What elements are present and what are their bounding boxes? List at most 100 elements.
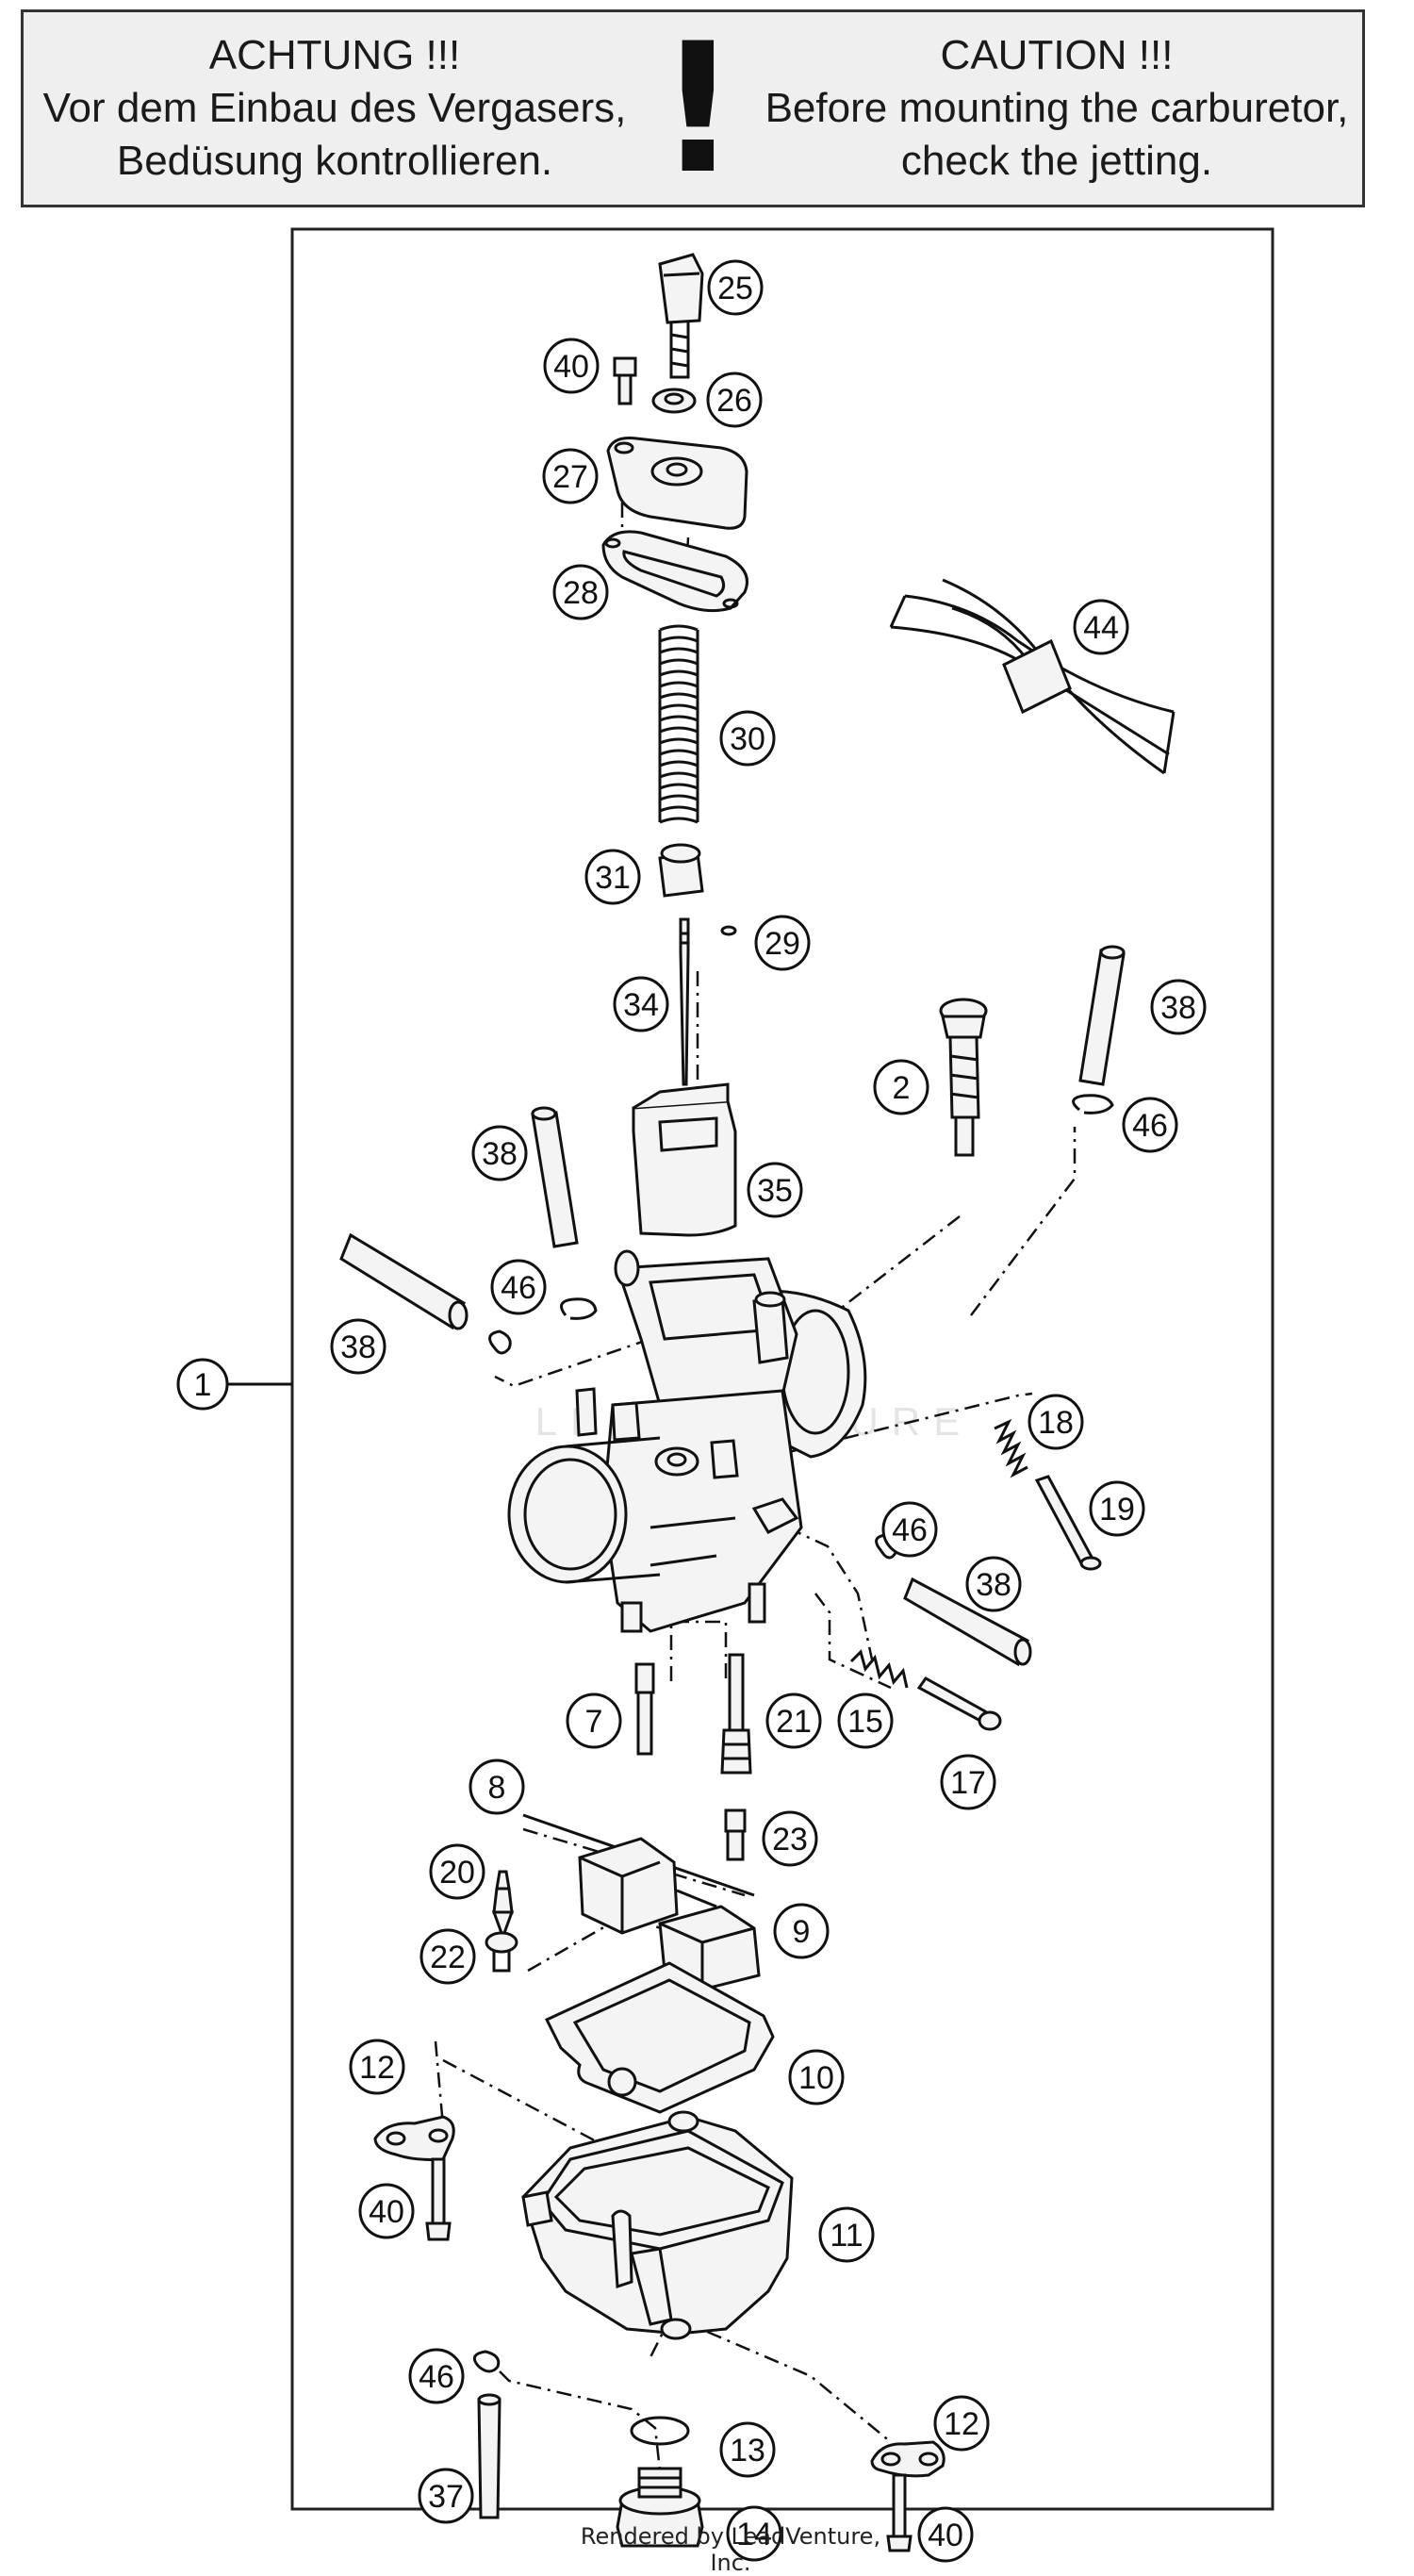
caution-banner: ACHTUNG !!! Vor dem Einbau des Vergasers… bbox=[21, 9, 1365, 207]
svg-text:22: 22 bbox=[430, 1940, 466, 1975]
part-20-float-needle bbox=[491, 1870, 515, 1935]
part-40-bowl-screw-lower bbox=[886, 2473, 913, 2552]
svg-text:23: 23 bbox=[772, 1822, 808, 1858]
callout-31: 31 bbox=[584, 849, 641, 905]
callout-29: 29 bbox=[754, 915, 811, 971]
part-2-idle-screw bbox=[939, 998, 988, 1157]
part-38-vent-hose-right bbox=[1078, 945, 1126, 1086]
callout-34: 34 bbox=[613, 976, 669, 1032]
callout-23: 23 bbox=[762, 1810, 818, 1867]
callout-30: 30 bbox=[719, 710, 776, 767]
svg-text:8: 8 bbox=[488, 1770, 506, 1806]
rendered-by-credit: Rendered by LeadVenture, Inc. bbox=[580, 2523, 881, 2576]
svg-text:27: 27 bbox=[552, 459, 588, 495]
callout-12-upper: 12 bbox=[349, 2039, 405, 2095]
part-40-bowl-screw-upper bbox=[425, 2157, 452, 2241]
svg-text:40: 40 bbox=[928, 2518, 963, 2553]
part-40-cover-screw bbox=[613, 356, 637, 405]
caution-line-german-1: Vor dem Einbau des Vergasers, bbox=[42, 85, 627, 131]
callout-44: 44 bbox=[1073, 599, 1129, 655]
part-12-bracket-upper bbox=[373, 2115, 455, 2161]
part-44-hose-clip bbox=[889, 578, 1176, 775]
part-9-float bbox=[578, 1837, 761, 1991]
part-7-idle-jet bbox=[634, 1662, 655, 1756]
svg-text:20: 20 bbox=[439, 1855, 475, 1891]
callout-8: 8 bbox=[469, 1759, 525, 1815]
part-12-bracket-lower bbox=[870, 2440, 945, 2478]
callout-40-top: 40 bbox=[543, 338, 600, 394]
svg-text:34: 34 bbox=[623, 987, 659, 1023]
callout-2: 2 bbox=[873, 1059, 929, 1115]
part-34-jet-needle bbox=[679, 917, 690, 1086]
svg-text:12: 12 bbox=[359, 2050, 395, 2086]
callout-46-left: 46 bbox=[490, 1259, 547, 1315]
callout-38-middle: 38 bbox=[965, 1556, 1022, 1612]
callout-35: 35 bbox=[747, 1162, 803, 1218]
svg-text:29: 29 bbox=[765, 926, 800, 962]
callout-14: 14 bbox=[726, 2505, 782, 2562]
callout-20: 20 bbox=[429, 1843, 485, 1900]
part-28-gasket bbox=[601, 530, 748, 613]
caution-heading-english: CAUTION !!! bbox=[940, 32, 1174, 78]
svg-text:40: 40 bbox=[553, 349, 589, 385]
svg-text:25: 25 bbox=[717, 271, 753, 306]
caution-line-english-1: Before mounting the carburetor, bbox=[765, 85, 1349, 131]
callout-46-lower: 46 bbox=[408, 2348, 465, 2404]
callout-27: 27 bbox=[542, 448, 599, 504]
svg-text:46: 46 bbox=[1132, 1108, 1168, 1144]
part-22-float-needle-clip bbox=[485, 1931, 518, 1973]
part-38-vent-hose-left bbox=[531, 1106, 579, 1248]
caution-text-german: ACHTUNG !!! Vor dem Einbau des Vergasers… bbox=[33, 29, 636, 188]
part-29-clip bbox=[720, 925, 737, 936]
svg-text:38: 38 bbox=[340, 1329, 376, 1365]
callout-1: 1 bbox=[176, 1358, 229, 1411]
part-25-adjuster-cap bbox=[658, 253, 704, 379]
svg-text:9: 9 bbox=[793, 1914, 811, 1950]
svg-text:26: 26 bbox=[716, 383, 752, 419]
svg-text:19: 19 bbox=[1099, 1492, 1135, 1527]
callout-10: 10 bbox=[788, 2049, 845, 2105]
part-35-throttle-slide bbox=[632, 1082, 737, 1237]
callout-21: 21 bbox=[765, 1693, 822, 1749]
callout-7: 7 bbox=[566, 1693, 622, 1749]
part-19-air-screw bbox=[1034, 1475, 1102, 1571]
svg-text:17: 17 bbox=[950, 1765, 986, 1801]
svg-text:46: 46 bbox=[892, 1512, 928, 1548]
part-30-throttle-spring bbox=[658, 624, 699, 824]
warning-exclamation-icon: ! bbox=[657, 5, 739, 213]
callout-22: 22 bbox=[419, 1928, 476, 1985]
svg-text:28: 28 bbox=[563, 575, 599, 611]
part-23-main-jet bbox=[724, 1808, 747, 1861]
svg-text:38: 38 bbox=[1160, 990, 1196, 1026]
svg-text:14: 14 bbox=[736, 2517, 772, 2552]
svg-text:2: 2 bbox=[893, 1070, 911, 1106]
part-27-top-cover bbox=[606, 437, 748, 530]
part-37-drain-hose bbox=[477, 2393, 501, 2519]
part-31-needle-clip-holder bbox=[658, 843, 704, 898]
callout-26: 26 bbox=[706, 372, 763, 428]
part-18-spring bbox=[994, 1418, 1028, 1478]
callout-15: 15 bbox=[837, 1693, 894, 1749]
part-17-adjusting-screw bbox=[916, 1676, 1002, 1731]
caution-line-english-2: check the jetting. bbox=[900, 138, 1213, 184]
svg-text:12: 12 bbox=[944, 2406, 979, 2442]
callout-13: 13 bbox=[719, 2421, 776, 2478]
part-38-overflow-hose bbox=[903, 1577, 1032, 1667]
callout-12-lower: 12 bbox=[933, 2395, 990, 2452]
svg-text:1: 1 bbox=[194, 1367, 212, 1403]
callout-19: 19 bbox=[1089, 1480, 1145, 1537]
part-38-vent-hose-lower bbox=[339, 1232, 469, 1330]
svg-text:31: 31 bbox=[595, 860, 631, 896]
part-15-spring bbox=[849, 1649, 909, 1689]
part-11-float-bowl bbox=[521, 2110, 794, 2340]
callout-28: 28 bbox=[552, 564, 609, 620]
part-10-float-bowl-gasket bbox=[544, 1961, 775, 2114]
callout-37: 37 bbox=[418, 2468, 474, 2524]
svg-text:21: 21 bbox=[776, 1704, 812, 1740]
svg-text:44: 44 bbox=[1083, 610, 1119, 646]
svg-text:38: 38 bbox=[482, 1136, 518, 1172]
svg-text:7: 7 bbox=[585, 1704, 603, 1740]
part-26-nut bbox=[651, 388, 697, 414]
svg-text:40: 40 bbox=[369, 2194, 404, 2230]
